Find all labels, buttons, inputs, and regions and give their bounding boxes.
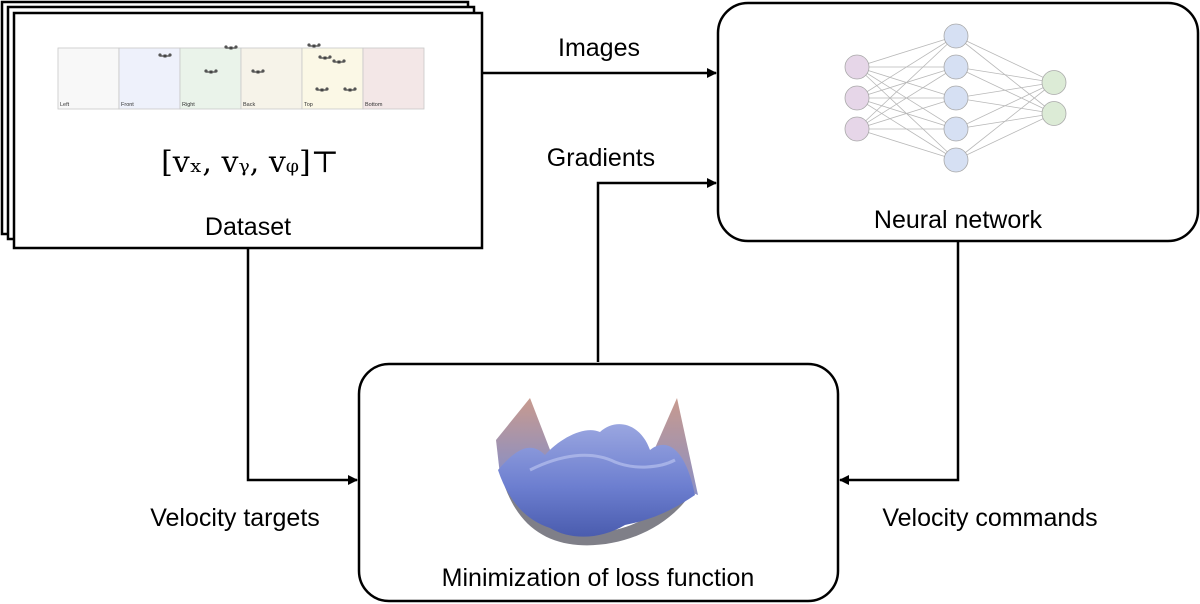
drone-icon bbox=[332, 59, 346, 64]
loss-label: Minimization of loss function bbox=[442, 564, 755, 592]
drone-icon bbox=[251, 69, 265, 74]
drone-icon bbox=[158, 53, 172, 58]
network-node-input bbox=[844, 54, 870, 80]
gradients-arrow bbox=[596, 178, 717, 362]
edge-velocity-commands: Velocity commands bbox=[839, 242, 1098, 532]
neural-network-label: Neural network bbox=[874, 206, 1043, 234]
view-label: Front bbox=[121, 102, 134, 108]
network-edge bbox=[856, 35, 957, 130]
view-thumbnail bbox=[179, 47, 242, 110]
view-label: Right bbox=[182, 102, 195, 108]
network-node-hidden bbox=[943, 85, 969, 111]
surface-body bbox=[498, 424, 695, 537]
network-edge bbox=[955, 66, 1055, 83]
view-label: Left bbox=[60, 102, 70, 108]
network-node-hidden bbox=[943, 116, 969, 142]
network-edge bbox=[856, 97, 957, 130]
view-bottom: Bottom bbox=[362, 47, 425, 110]
view-label: Bottom bbox=[365, 102, 383, 108]
network-edge bbox=[955, 113, 1055, 161]
view-label: Top bbox=[304, 102, 313, 108]
drone-icon bbox=[204, 69, 218, 74]
network-edge bbox=[856, 128, 957, 161]
edge-velocity-targets: Velocity targets bbox=[150, 249, 358, 532]
network-edge bbox=[856, 35, 957, 99]
network-edge bbox=[856, 66, 957, 130]
view-top: Top bbox=[301, 47, 364, 110]
view-label: Back bbox=[243, 102, 255, 108]
network-node-input bbox=[844, 116, 870, 142]
surface-ridge bbox=[529, 453, 676, 472]
images-label: Images bbox=[558, 34, 640, 62]
network-node-input bbox=[844, 85, 870, 111]
gradients-label: Gradients bbox=[547, 144, 655, 172]
view-left: Left bbox=[57, 47, 120, 110]
view-thumbnail bbox=[118, 47, 181, 110]
loss-surface-image bbox=[496, 398, 698, 546]
view-thumbnail bbox=[57, 47, 120, 110]
network-edge bbox=[955, 82, 1055, 130]
view-back: Back bbox=[240, 47, 303, 110]
edge-images: Images bbox=[482, 34, 717, 78]
drone-icon bbox=[307, 43, 321, 48]
drone-icon bbox=[224, 45, 238, 50]
dataset-label: Dataset bbox=[205, 213, 291, 241]
network-node-hidden bbox=[943, 54, 969, 80]
neural-network-node: Neural network bbox=[716, 1, 1200, 243]
network-node-hidden bbox=[943, 147, 969, 173]
view-right: Right bbox=[179, 47, 242, 110]
network-edge bbox=[856, 35, 957, 68]
view-strip: Left Front Right Back Top Bottom bbox=[57, 43, 425, 110]
velocity-targets-arrow bbox=[246, 249, 358, 485]
network-edge bbox=[955, 82, 1055, 99]
network-edge bbox=[955, 82, 1055, 161]
network-node-output bbox=[1041, 101, 1067, 126]
dataset-vector-label: [vₓ, vᵧ, vᵩ]⊤ bbox=[161, 145, 339, 180]
edge-gradients: Gradients bbox=[547, 144, 717, 362]
velocity-commands-arrow bbox=[839, 242, 960, 485]
velocity-commands-label: Velocity commands bbox=[882, 504, 1097, 532]
view-front: Front bbox=[118, 47, 181, 110]
network-graph bbox=[844, 23, 1067, 173]
drone-icon bbox=[315, 87, 329, 92]
network-node-hidden bbox=[943, 23, 969, 49]
network-node-output bbox=[1041, 70, 1067, 95]
drone-icon bbox=[318, 55, 332, 60]
loss-node: Minimization of loss function bbox=[357, 362, 840, 603]
dataset-node: Left Front Right Back Top Bottom [vₓ, vᵧ, vᵩ]… bbox=[0, 0, 484, 250]
view-thumbnail bbox=[301, 47, 364, 110]
network-edge bbox=[955, 35, 1055, 83]
view-thumbnail bbox=[362, 47, 425, 110]
view-thumbnail bbox=[240, 47, 303, 110]
velocity-targets-label: Velocity targets bbox=[150, 504, 320, 532]
drone-icon bbox=[343, 87, 357, 92]
